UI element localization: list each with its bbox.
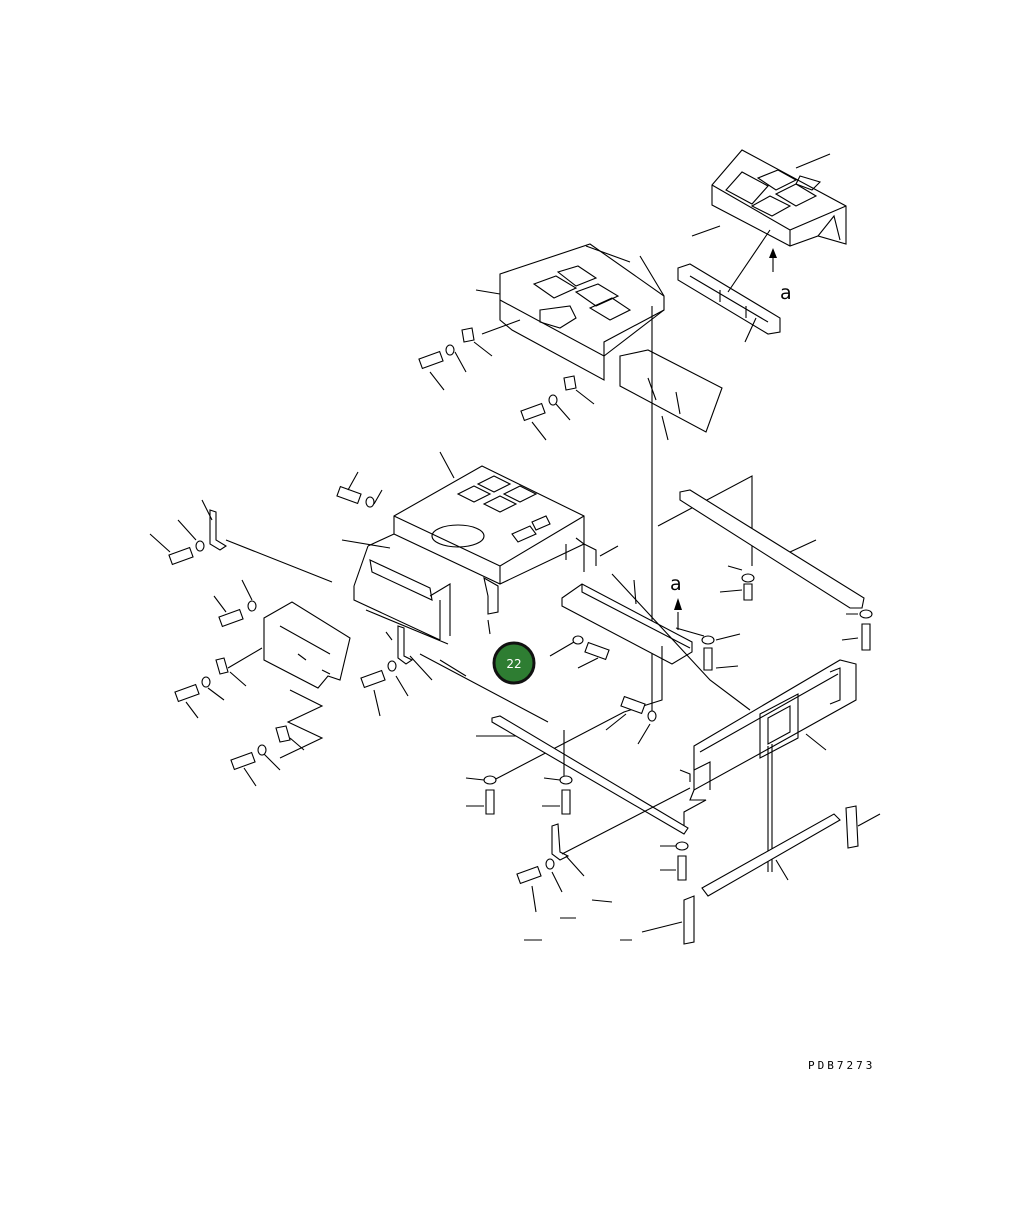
drawing-code: PDB7273 bbox=[808, 1059, 875, 1072]
upper-bolts bbox=[418, 319, 595, 441]
left-parts bbox=[149, 471, 383, 787]
callout-hotspot-22[interactable]: 22 bbox=[492, 641, 536, 685]
centre-parts bbox=[360, 625, 610, 723]
main-frame bbox=[341, 451, 597, 645]
upper-cover-detail: a bbox=[677, 149, 847, 343]
callout-circle[interactable] bbox=[492, 641, 536, 685]
right-bracket: a bbox=[489, 475, 873, 783]
callout-number[interactable]: 22 bbox=[506, 657, 521, 671]
side-panel bbox=[439, 573, 857, 872]
lower-parts bbox=[465, 695, 881, 945]
view-label-a-mid: a bbox=[670, 573, 682, 595]
view-label-a-top: a bbox=[780, 282, 792, 304]
